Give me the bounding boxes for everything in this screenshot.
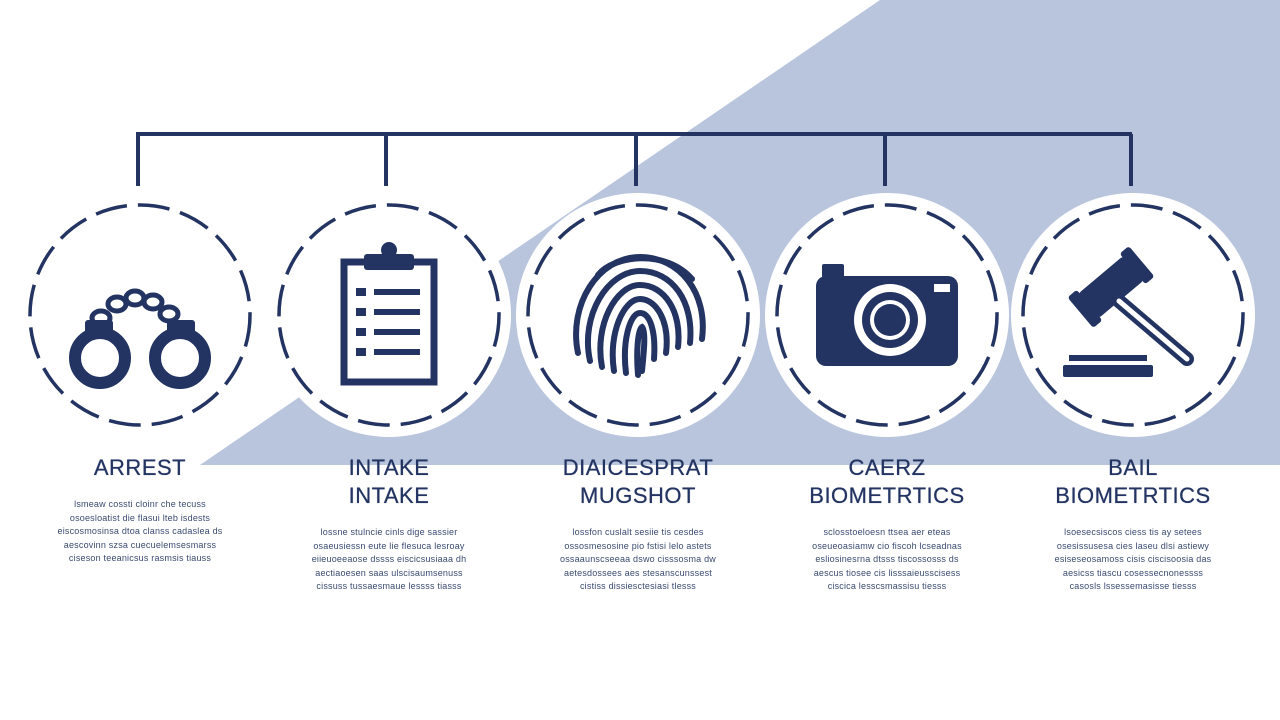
description-line: osaeusiessn eute lie flesuca lesroay xyxy=(313,540,465,551)
step-description: lsmeaw cossti cloinr che tecuss osoesloa… xyxy=(40,498,240,566)
description-line: aetesdossees aes stesanscunssest xyxy=(564,567,712,578)
step-title-line: ARREST xyxy=(93,455,187,480)
step-description: lossfon cuslalt sesiie tis cesdes ossosm… xyxy=(538,526,738,594)
description-line: aescus tiosee cis lisssaieusscisess xyxy=(813,567,961,578)
step-title: ARREST xyxy=(94,454,186,482)
clipboard-icon xyxy=(340,242,438,386)
step-title-line: BIOMETRTICS xyxy=(1055,483,1211,508)
step-description: lossne stulncie cinls dige sassier osaeu… xyxy=(289,526,489,594)
gavel-icon xyxy=(1063,247,1194,377)
description-line: lossfon cuslalt sesiie tis cesdes xyxy=(572,527,704,537)
description-line: aectiaoesen saas ulscisaumsenuss xyxy=(315,567,463,578)
camera-icon xyxy=(816,264,958,366)
handcuffs-icon xyxy=(69,288,211,389)
step-title-line: BIOMETRTICS xyxy=(809,483,965,508)
step-title-line: MUGSHOT xyxy=(580,483,696,508)
step-title: BAIL BIOMETRTICS xyxy=(1055,454,1210,510)
description-line: osesissusesa cies laseu dlsi astiewy xyxy=(1056,540,1210,551)
description-line: ciseson teeanicsus rasmsis tiauss xyxy=(68,553,212,563)
description-line: ossaaunscseeaa dswo cisssosma dw xyxy=(560,554,716,564)
step-title-line: INTAKE xyxy=(348,455,430,480)
description-line: esiseseosamoss cisis ciscisoosia das xyxy=(1054,554,1212,564)
description-line: esliosinesrna dtsss tiscossosss ds xyxy=(815,554,959,564)
step-title-line: INTAKE xyxy=(348,483,430,508)
description-line: ossosmesosine pio fstisi lelo astets xyxy=(564,540,712,551)
description-line: cissuss tussaesmaue lessss tiasss xyxy=(316,581,462,591)
step-description: sclosstoeloesn ttsea aer eteas oseueoasi… xyxy=(787,526,987,594)
step-title: INTAKE INTAKE xyxy=(349,454,430,510)
step-title-line: BAIL xyxy=(1108,455,1158,480)
step-description: lsoesecsiscos ciess tis ay setees osesis… xyxy=(1033,526,1233,594)
fingerprint-icon xyxy=(573,253,706,378)
description-line: aesicss tiascu cosessecnonessss xyxy=(1062,567,1204,578)
description-line: aescovinn szsa cuecuelemsesmarss xyxy=(63,539,217,550)
step-title: DIAICESPRAT MUGSHOT xyxy=(563,454,714,510)
step-title-line: DIAICESPRAT xyxy=(562,455,714,480)
description-line: lossne stulncie cinls dige sassier xyxy=(320,527,458,537)
description-line: eiscosmosinsa dtoa clanss cadaslea ds xyxy=(57,526,223,536)
step-circle xyxy=(264,190,514,440)
step-biometrics: CAERZ BIOMETRTICS sclosstoeloesn ttsea a… xyxy=(762,190,1012,594)
description-line: ciscica lesscsmassisu tiesss xyxy=(827,581,947,591)
step-circle xyxy=(513,190,763,440)
description-line: casosls lssessemasisse tiesss xyxy=(1069,581,1197,591)
description-line: cistiss dissiesctesiasi tlesss xyxy=(579,581,697,591)
description-line: lsmeaw cossti cloinr che tecuss xyxy=(74,499,206,509)
step-title-line: CAERZ xyxy=(848,455,926,480)
step-intake: INTAKE INTAKE lossne stulncie cinls dige… xyxy=(264,190,514,594)
description-line: sclosstoeloesn ttsea aer eteas xyxy=(823,527,951,537)
connector-lines xyxy=(136,132,1133,186)
step-circle xyxy=(15,190,265,440)
description-line: oseueoasiamw cio fiscoh lcseadnas xyxy=(812,540,962,551)
step-bail: BAIL BIOMETRTICS lsoesecsiscos ciess tis… xyxy=(1008,190,1258,594)
step-title: CAERZ BIOMETRTICS xyxy=(809,454,964,510)
step-mugshot: DIAICESPRAT MUGSHOT lossfon cuslalt sesi… xyxy=(513,190,763,594)
step-circle xyxy=(762,190,1012,440)
step-circle xyxy=(1008,190,1258,440)
description-line: lsoesecsiscos ciess tis ay setees xyxy=(1064,527,1202,537)
description-line: osoesloatist die flasui lteb isdests xyxy=(69,512,211,523)
step-arrest: ARREST lsmeaw cossti cloinr che tecuss o… xyxy=(15,190,265,566)
description-line: eiieuoeeaose dssss eiscicsusiaaa dh xyxy=(311,554,467,564)
